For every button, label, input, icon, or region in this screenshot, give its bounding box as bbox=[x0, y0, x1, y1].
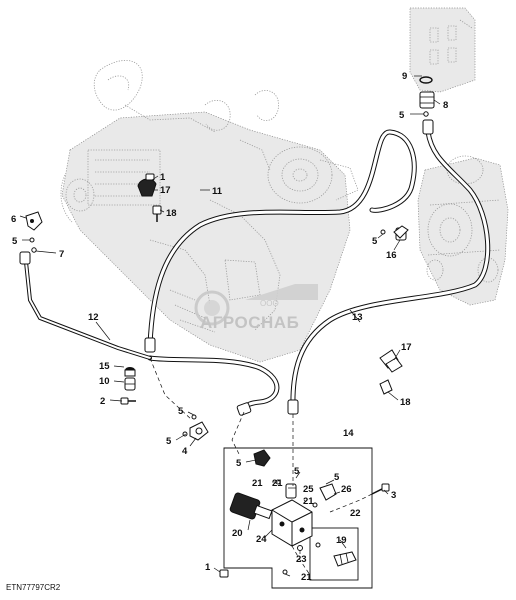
callout-4: 4 bbox=[182, 446, 188, 457]
callout-8: 8 bbox=[443, 100, 448, 111]
mounting-bracket-ghost bbox=[409, 7, 476, 93]
cap-15 bbox=[124, 367, 136, 377]
callout-21: 21 bbox=[301, 572, 312, 583]
o-ring-7 bbox=[31, 247, 37, 253]
fitting-8 bbox=[419, 91, 435, 109]
callout-16: 16 bbox=[386, 250, 397, 261]
callout-24: 24 bbox=[256, 534, 267, 545]
clamp-17-upper bbox=[137, 178, 157, 197]
valve-block-24 bbox=[271, 499, 313, 547]
callout-10: 10 bbox=[99, 376, 110, 387]
bolt-18-lower bbox=[379, 379, 393, 395]
callout-11: 11 bbox=[212, 186, 223, 197]
sensor-fitting-top bbox=[253, 449, 271, 467]
o-ring-23 bbox=[297, 545, 303, 551]
callout-21: 21 bbox=[252, 478, 263, 489]
fitting-26 bbox=[319, 483, 337, 501]
callout-15: 15 bbox=[99, 361, 110, 372]
callout-14: 14 bbox=[343, 428, 354, 439]
bolt-2 bbox=[120, 397, 136, 405]
fitting-25 bbox=[285, 483, 297, 499]
watermark-brand: АГРОСНАБ bbox=[200, 313, 299, 332]
callout-5: 5 bbox=[294, 466, 300, 477]
elbow-fitting-6 bbox=[25, 211, 43, 231]
elbow-fitting-4 bbox=[189, 421, 209, 441]
leader-lines bbox=[19, 75, 441, 577]
clamp-17-lower bbox=[379, 349, 403, 373]
o-ring-5-left bbox=[29, 237, 35, 243]
fitting-10 bbox=[124, 377, 136, 391]
callout-17: 17 bbox=[160, 185, 171, 196]
callout-5: 5 bbox=[236, 458, 242, 469]
callout-21: 21 bbox=[272, 478, 283, 489]
callout-18: 18 bbox=[166, 208, 177, 219]
o-ring-21-c bbox=[282, 569, 288, 575]
callout-5: 5 bbox=[372, 236, 378, 247]
callout-12: 12 bbox=[88, 312, 99, 323]
figure-reference: ETN77797CR2 bbox=[6, 583, 61, 592]
callout-25: 25 bbox=[303, 484, 314, 495]
callout-1: 1 bbox=[160, 172, 166, 183]
callout-23: 23 bbox=[296, 554, 307, 565]
o-ring-5-top bbox=[423, 111, 429, 117]
callout-5: 5 bbox=[12, 236, 18, 247]
bolt-18-upper bbox=[152, 205, 162, 222]
hose-fittings bbox=[19, 119, 434, 416]
o-ring-21-b bbox=[312, 502, 318, 508]
callout-5: 5 bbox=[334, 472, 340, 483]
fitting-16 bbox=[393, 225, 409, 241]
plug-19 bbox=[333, 551, 357, 567]
hydraulic-pump-ghost bbox=[417, 155, 509, 306]
callouts: 9 8 5 6 5 7 1 17 18 11 5 16 12 13 15 10 … bbox=[11, 71, 448, 583]
watermark: ООО АГРОСНАБ bbox=[194, 284, 318, 332]
callout-26: 26 bbox=[341, 484, 352, 495]
o-ring-9 bbox=[419, 76, 433, 84]
callout-5: 5 bbox=[399, 110, 405, 121]
o-ring-5-mid bbox=[380, 229, 386, 235]
callout-19: 19 bbox=[336, 535, 347, 546]
callout-13: 13 bbox=[352, 312, 363, 323]
callout-3: 3 bbox=[391, 490, 396, 501]
callout-7: 7 bbox=[59, 249, 64, 260]
hoses bbox=[24, 129, 491, 413]
watermark-company: ООО bbox=[260, 299, 279, 308]
o-ring-5-lower-b bbox=[182, 431, 188, 437]
valve-assembly-frame bbox=[223, 447, 373, 589]
callout-2: 2 bbox=[100, 396, 105, 407]
o-ring-5-lower-a bbox=[191, 414, 197, 420]
callout-20: 20 bbox=[232, 528, 243, 539]
routing-dashes bbox=[149, 357, 373, 576]
bolt-1-lower bbox=[219, 569, 229, 578]
o-ring-21-d bbox=[315, 542, 321, 548]
solenoid-20 bbox=[229, 492, 273, 520]
callout-22: 22 bbox=[350, 508, 361, 519]
callout-1: 1 bbox=[205, 562, 211, 573]
callout-9: 9 bbox=[402, 71, 407, 82]
nut-1-upper bbox=[145, 173, 155, 181]
callout-5: 5 bbox=[178, 406, 184, 417]
bolt-3 bbox=[371, 483, 390, 495]
callout-5: 5 bbox=[166, 436, 172, 447]
callout-18: 18 bbox=[400, 397, 411, 408]
detail-box-22 bbox=[309, 527, 359, 581]
callout-6: 6 bbox=[11, 214, 16, 225]
callout-21: 21 bbox=[303, 496, 314, 507]
callout-17: 17 bbox=[401, 342, 412, 353]
